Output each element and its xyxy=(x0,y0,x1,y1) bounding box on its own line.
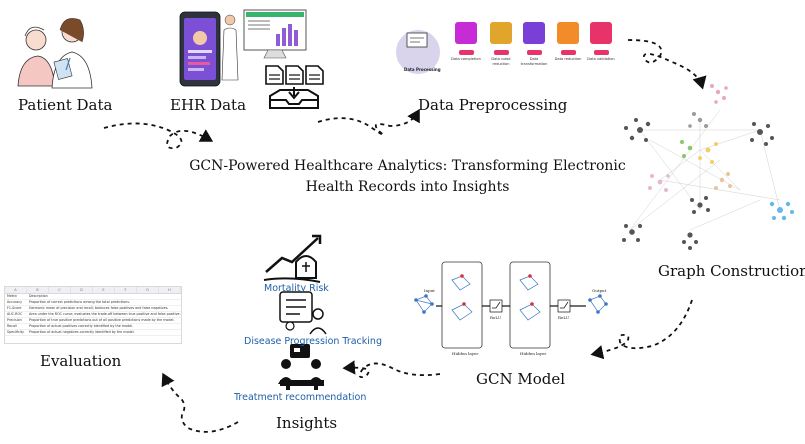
preprocessing-center-label: Data Processing xyxy=(404,67,441,72)
ehr-illustration xyxy=(179,9,307,87)
column-b: B xyxy=(27,287,49,293)
step-transformation-label: Data transformation xyxy=(520,57,548,66)
stage-gcn-model: GCN Model xyxy=(476,370,566,388)
gcn-hidden1-label: Hidden layer xyxy=(452,351,479,356)
step-validation-pill xyxy=(594,50,609,55)
table-row: Accuracy Proportion of correct predictio… xyxy=(5,300,181,306)
table-row: Metric Description xyxy=(5,294,181,300)
column-g: G xyxy=(137,287,159,293)
cell-metric: Accuracy xyxy=(7,300,23,304)
stage-patient-data: Patient Data xyxy=(18,96,113,114)
documents-to-tray-icon xyxy=(265,65,324,109)
cell-description: Harmonic mean of precision and recall; b… xyxy=(29,306,169,310)
step-reduction-label: Data reduction xyxy=(554,57,582,61)
cell-description: Proportion of true positive predictions … xyxy=(29,318,175,322)
table-row: Specificity Proportion of actual negativ… xyxy=(5,330,181,336)
step-transformation-icon xyxy=(523,22,545,44)
step-completion-label: Data completion xyxy=(451,57,481,61)
mortality-risk-icon xyxy=(263,234,322,283)
table-row: Precision Proportion of true positive pr… xyxy=(5,318,181,324)
step-completion-icon xyxy=(455,22,477,44)
column-f: F xyxy=(115,287,137,293)
cell-description: Proportion of correct predictions among … xyxy=(29,300,131,304)
gcn-hidden2-label: Hidden layer xyxy=(520,351,547,356)
evaluation-table: A B C D E F G H Metric Description Accur… xyxy=(4,286,182,344)
column-e: E xyxy=(93,287,115,293)
step-transformation-pill xyxy=(527,50,542,55)
cell-metric: Precision xyxy=(7,318,22,322)
cell-description: Proportion of actual positives correctly… xyxy=(29,324,134,328)
cell-description: Description xyxy=(29,294,48,298)
gcn-output-label: Output xyxy=(592,288,607,293)
disease-progression-icon xyxy=(279,291,327,335)
column-d: D xyxy=(71,287,93,293)
insight-mortality-risk: Mortality Risk xyxy=(264,283,329,294)
step-reduction-pill xyxy=(561,50,576,55)
cell-metric: Recall xyxy=(7,324,17,328)
table-row: F1-Score Harmonic mean of precision and … xyxy=(5,306,181,312)
cell-metric: Specificity xyxy=(7,330,24,334)
gcn-relu1-label: ReLU xyxy=(490,315,502,320)
insight-disease-progression: Disease Progression Tracking xyxy=(244,336,382,347)
column-c: C xyxy=(49,287,71,293)
gcn-input-label: Input xyxy=(424,288,435,293)
stage-graph-construction: Graph Construction xyxy=(658,262,805,280)
step-noise-pill xyxy=(494,50,509,55)
cell-metric: F1-Score xyxy=(7,306,22,310)
step-validation-icon xyxy=(590,22,612,44)
cell-description: Proportion of actual negatives correctly… xyxy=(29,330,135,334)
insight-treatment: Treatment recommendation xyxy=(234,392,367,403)
title-line-1: GCN-Powered Healthcare Analytics: Transf… xyxy=(189,158,626,174)
stage-ehr-data: EHR Data xyxy=(170,96,247,114)
column-h: H xyxy=(159,287,181,293)
step-validation-label: Data validation xyxy=(587,57,615,61)
step-reduction-icon xyxy=(557,22,579,44)
table-row: Recall Proportion of actual positives co… xyxy=(5,324,181,330)
table-row: AUC-ROC Area under the ROC curve; evalua… xyxy=(5,312,181,318)
gcn-model-diagram xyxy=(414,261,608,349)
column-a: A xyxy=(5,287,27,293)
title-line-2: Health Records into Insights xyxy=(305,179,510,195)
stage-data-preprocessing: Data Preprocessing xyxy=(418,96,568,114)
gcn-relu2-label: ReLU xyxy=(558,315,570,320)
treatment-icon xyxy=(278,344,324,390)
diagram-title: GCN-Powered Healthcare Analytics: Transf… xyxy=(180,156,635,198)
cell-metric: Metric xyxy=(7,294,18,298)
step-noise-icon xyxy=(490,22,512,44)
flow-arrows xyxy=(103,39,707,433)
cell-description: Area under the ROC curve; evaluates the … xyxy=(29,312,181,316)
stage-insights: Insights xyxy=(276,414,338,432)
step-completion-pill xyxy=(459,50,474,55)
step-noise-label: Data noise reduction xyxy=(491,57,511,66)
preprocessing-hub xyxy=(396,30,440,74)
evaluation-column-headers: A B C D E F G H xyxy=(5,287,181,294)
stage-evaluation: Evaluation xyxy=(40,352,122,370)
cell-metric: AUC-ROC xyxy=(7,312,23,316)
patient-illustration xyxy=(17,18,93,89)
graph-network xyxy=(622,84,794,250)
